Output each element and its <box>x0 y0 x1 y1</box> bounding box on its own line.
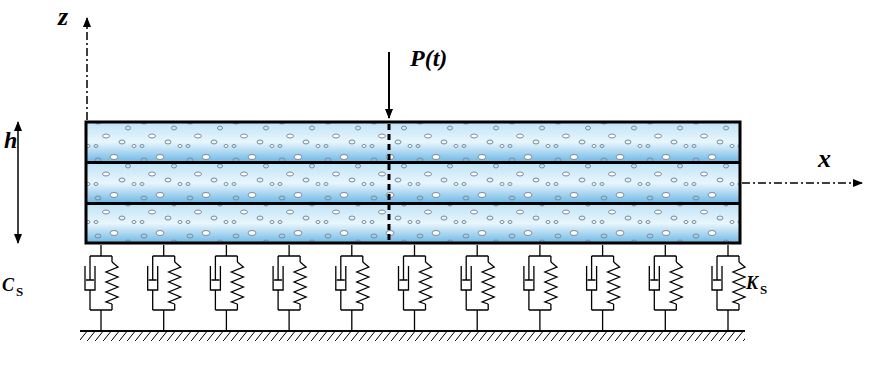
support <box>545 262 557 304</box>
support <box>85 266 95 290</box>
support <box>482 262 494 304</box>
support <box>341 245 363 331</box>
support <box>215 290 216 296</box>
support <box>357 262 369 304</box>
z-axis <box>86 18 88 120</box>
support <box>717 245 739 331</box>
axis-label: P(t) <box>410 46 447 70</box>
support <box>649 266 659 290</box>
support <box>654 290 655 296</box>
support <box>148 266 158 290</box>
load-line <box>388 124 391 242</box>
support <box>420 262 432 304</box>
support <box>654 245 676 331</box>
axis-label: x <box>818 146 831 172</box>
support <box>608 262 620 304</box>
x-axis <box>742 182 862 184</box>
support <box>90 245 112 331</box>
support <box>152 290 153 296</box>
support <box>524 266 534 290</box>
support <box>733 262 745 304</box>
thickness-dimension <box>17 122 19 243</box>
support <box>404 245 426 331</box>
support <box>587 266 597 290</box>
support <box>716 290 717 296</box>
load-arrow <box>388 52 390 118</box>
support <box>278 245 300 331</box>
support <box>712 266 722 290</box>
support <box>403 290 404 296</box>
support <box>466 290 467 296</box>
axis-label: C <box>2 276 14 294</box>
support <box>340 290 341 296</box>
support <box>399 266 409 290</box>
layers <box>86 122 740 243</box>
axis-label: K <box>746 274 758 292</box>
support <box>277 290 278 296</box>
support <box>210 266 220 290</box>
support <box>529 245 551 331</box>
support <box>89 290 90 296</box>
support <box>461 266 471 290</box>
support <box>336 266 346 290</box>
support <box>106 262 118 304</box>
support <box>466 245 488 331</box>
axis-label: h <box>4 128 17 152</box>
axis-label: z <box>58 4 68 30</box>
support <box>153 245 175 331</box>
support <box>273 266 283 290</box>
support <box>528 290 529 296</box>
support <box>670 262 682 304</box>
support <box>169 262 181 304</box>
ground <box>80 331 745 341</box>
support <box>231 262 243 304</box>
support <box>592 245 614 331</box>
subscript-label: S <box>760 283 767 296</box>
subscript-label: S <box>16 285 23 298</box>
support <box>294 262 306 304</box>
spring-dashpot-supports <box>85 245 745 331</box>
support <box>215 245 237 331</box>
support <box>591 290 592 296</box>
